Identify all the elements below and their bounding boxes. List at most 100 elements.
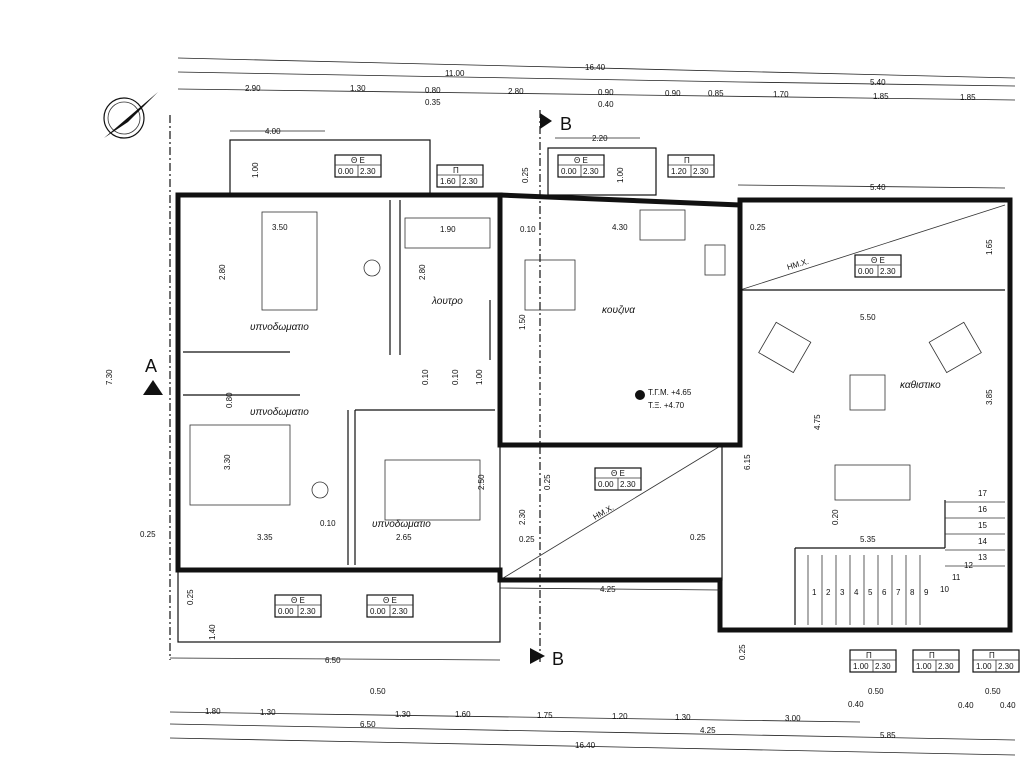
inner-dim: 3.30 bbox=[223, 454, 232, 470]
armchair-icon bbox=[928, 321, 982, 374]
room-bedroom-3: υπνοδωματιο bbox=[372, 519, 431, 530]
level-floor: Τ.Γ.Μ. +4.65 bbox=[648, 388, 692, 397]
dim: 1.30 bbox=[350, 84, 366, 93]
dim: 1.60 bbox=[455, 710, 471, 719]
opening-sill: 1.00 bbox=[916, 662, 932, 671]
dim: 1.75 bbox=[537, 711, 553, 720]
opening-height: 2.30 bbox=[360, 167, 376, 176]
inner-dim: 3.50 bbox=[272, 223, 288, 232]
dim: 5.85 bbox=[880, 731, 896, 740]
opening-height: 2.30 bbox=[875, 662, 891, 671]
opening-sill: 1.00 bbox=[853, 662, 869, 671]
dim: 1.20 bbox=[612, 712, 628, 721]
stair-step-number: 6 bbox=[882, 588, 887, 597]
dim: 0.40 bbox=[598, 100, 614, 109]
opening-type: Θ Ε bbox=[291, 596, 305, 605]
opening-height: 2.30 bbox=[583, 167, 599, 176]
opening-height: 2.30 bbox=[620, 480, 636, 489]
opening-type: Θ Ε bbox=[611, 469, 625, 478]
section-b-top-label: B bbox=[560, 114, 572, 134]
stair-step-number: 8 bbox=[910, 588, 915, 597]
walls bbox=[175, 192, 1013, 633]
dim: 6.50 bbox=[325, 656, 341, 665]
dim: 0.25 bbox=[186, 589, 195, 605]
opening-type: Π bbox=[453, 166, 459, 175]
stair-step-number: 16 bbox=[978, 505, 987, 514]
stair-step-number: 15 bbox=[978, 521, 987, 530]
opening-sill: 1.60 bbox=[440, 177, 456, 186]
inner-dim: 5.50 bbox=[860, 313, 876, 322]
inner-dim: 2.50 bbox=[477, 474, 486, 490]
dim-total-bottom: 16.40 bbox=[575, 741, 596, 750]
kitchen-balcony bbox=[547, 147, 657, 196]
inner-dim: 0.25 bbox=[690, 533, 706, 542]
inner-dim: 0.25 bbox=[519, 535, 535, 544]
dim: 4.00 bbox=[265, 127, 281, 136]
bed-icon bbox=[261, 211, 318, 311]
opening-sill: 0.00 bbox=[561, 167, 577, 176]
level-finish: Τ.Ξ. +4.70 bbox=[648, 401, 685, 410]
balcony-top bbox=[229, 139, 431, 196]
stair-step-number: 13 bbox=[978, 553, 987, 562]
inner-dim: 0.25 bbox=[738, 644, 747, 660]
north-arrow-icon bbox=[103, 92, 158, 139]
inner-dim: 1.00 bbox=[475, 369, 484, 385]
dim: 0.40 bbox=[1000, 701, 1016, 710]
inner-dim: 0.10 bbox=[451, 369, 460, 385]
coffee-table-icon bbox=[849, 374, 886, 411]
dim: 1.85 bbox=[873, 92, 889, 101]
top-dimensions: 16.40 11.00 5.40 2.90 1.30 0.80 0.35 2.8… bbox=[177, 57, 1016, 192]
dim: 2.80 bbox=[508, 87, 524, 96]
section-b-bottom-label: B bbox=[552, 649, 564, 669]
inner-dim: 2.30 bbox=[518, 509, 527, 525]
inner-dim: 5.35 bbox=[860, 535, 876, 544]
stair-step-number: 1 bbox=[812, 588, 817, 597]
opening-tag: Π 1.60 2.30 bbox=[436, 164, 484, 188]
armchair-icon bbox=[758, 321, 812, 374]
inner-dim: 0.25 bbox=[543, 474, 552, 490]
opening-height: 2.30 bbox=[462, 177, 478, 186]
inner-dim: 4.30 bbox=[612, 223, 628, 232]
opening-type: Π bbox=[684, 156, 690, 165]
dim: 0.90 bbox=[665, 89, 681, 98]
opening-type: Θ Ε bbox=[574, 156, 588, 165]
inner-dim: 1.90 bbox=[440, 225, 456, 234]
stair-step-number: 5 bbox=[868, 588, 873, 597]
opening-height: 2.30 bbox=[938, 662, 954, 671]
dim: 0.35 bbox=[425, 98, 441, 107]
inner-dim: 3.35 bbox=[257, 533, 273, 542]
inner-dim: 2.80 bbox=[418, 264, 427, 280]
dim: 0.80 bbox=[425, 86, 441, 95]
dim: 1.30 bbox=[260, 708, 276, 717]
dim: 3.00 bbox=[785, 714, 801, 723]
opening-type: Θ Ε bbox=[871, 256, 885, 265]
dim: 1.85 bbox=[960, 93, 976, 102]
inner-dim: 2.65 bbox=[396, 533, 412, 542]
opening-type: Θ Ε bbox=[351, 156, 365, 165]
dim: 0.50 bbox=[868, 687, 884, 696]
hmx-label: ΗΜ.Χ. bbox=[786, 257, 810, 272]
dim: 1.00 bbox=[616, 167, 625, 183]
dim: 0.50 bbox=[985, 687, 1001, 696]
inner-dim: 0.25 bbox=[750, 223, 766, 232]
opening-sill: 0.00 bbox=[370, 607, 386, 616]
stair-step-number: 3 bbox=[840, 588, 845, 597]
dim: 6.50 bbox=[360, 720, 376, 729]
dim-top-left: 11.00 bbox=[445, 69, 465, 78]
dim: 2.90 bbox=[245, 84, 261, 93]
inner-dim: 0.10 bbox=[320, 519, 336, 528]
opening-type: Θ Ε bbox=[383, 596, 397, 605]
opening-sill: 0.00 bbox=[858, 267, 874, 276]
dim: 0.85 bbox=[708, 89, 724, 98]
dim: 4.25 bbox=[700, 726, 716, 735]
inner-dim: 3.85 bbox=[985, 389, 994, 405]
level-marker-icon bbox=[635, 390, 645, 400]
stair-step-number: 14 bbox=[978, 537, 987, 546]
opening-height: 2.30 bbox=[392, 607, 408, 616]
